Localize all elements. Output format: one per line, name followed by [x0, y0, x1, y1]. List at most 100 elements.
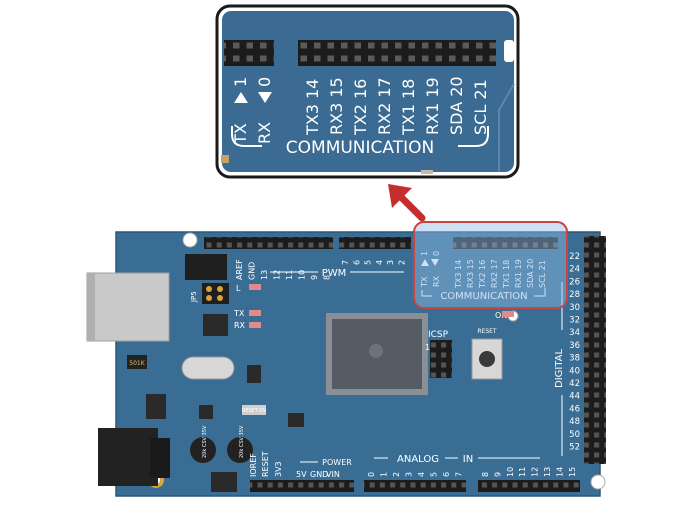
- reset-label: RESET: [477, 328, 497, 335]
- analog-pin-label: 3: [405, 472, 414, 477]
- digital-label: DIGITAL: [554, 348, 565, 388]
- digital-odd-label: 31: [608, 303, 619, 313]
- board-comm-pin-label: TX3 14: [454, 260, 463, 289]
- zoom-tx-label: TX: [231, 123, 250, 145]
- top-left-pin-label: 10: [298, 270, 307, 280]
- analog-pin-label: 13: [543, 467, 552, 477]
- digital-even-label: 36: [569, 341, 580, 351]
- analog-pin-label: 11: [518, 467, 527, 477]
- digital-even-label: 28: [569, 290, 580, 300]
- pwm-pin-number: 6: [352, 260, 361, 265]
- analog-pin-label: 4: [417, 472, 426, 477]
- digital-odd-label: 49: [608, 414, 619, 424]
- board-comm-pin-label: TX1 18: [502, 260, 511, 289]
- digital-even-label: 52: [569, 443, 580, 453]
- communication-highlight: [413, 221, 568, 309]
- digital-even-label: 46: [569, 404, 580, 414]
- zoom-pin-label: RX3 15: [327, 77, 346, 135]
- digital-odd-label: 45: [608, 389, 619, 399]
- top-left-pin-label: 8: [323, 275, 332, 280]
- header-digital-right: [584, 236, 606, 464]
- top-left-pin-label: GND: [248, 262, 257, 280]
- digital-even-label: 42: [569, 379, 580, 389]
- header-top-left: [204, 237, 333, 249]
- board-edge-notch: [504, 40, 514, 62]
- capacitor-a-label: 20k CSV 35V: [202, 425, 208, 458]
- icsp-header: [430, 340, 452, 378]
- icsp-label: ICSP: [428, 330, 449, 340]
- digital-even-label: 38: [569, 354, 580, 364]
- l-led-label: L: [236, 284, 241, 293]
- analog-pin-label: 9: [493, 472, 502, 477]
- top-left-pin-label: 9: [310, 275, 319, 280]
- pwm-pin-number: 7: [341, 260, 350, 265]
- digital-odd-label: 41: [608, 365, 619, 375]
- zoom-tx-arrow: [234, 92, 248, 103]
- board-rx-number: 0: [432, 251, 441, 256]
- board-comm-pin-label: RX3 15: [466, 259, 475, 288]
- power-pin-label: 5V: [296, 470, 307, 479]
- board-comm-pin-label: RX2 17: [490, 259, 499, 288]
- digital-even-label: 40: [569, 366, 580, 376]
- board-rx-label: RX: [432, 275, 441, 287]
- board-comm-label: COMMUNICATION: [440, 291, 527, 302]
- analog-pin-label: 7: [455, 472, 464, 477]
- zoom-pin-label: SDA 20: [447, 76, 466, 135]
- digital-even-label: 50: [569, 430, 580, 440]
- on-label: ON: [495, 311, 507, 320]
- analog-pin-label: 6: [442, 472, 451, 477]
- power-pin-label: VIN: [326, 470, 340, 479]
- digital-even-label: 44: [569, 392, 580, 402]
- analog-pin-label: 2: [392, 472, 401, 477]
- zoom-pin-label: RX2 17: [375, 77, 394, 135]
- header-analog-left: [364, 480, 466, 492]
- board-tx-number: 1: [420, 251, 429, 256]
- analog-pin-label: 0: [367, 472, 376, 477]
- analog-label: ANALOG: [397, 454, 439, 465]
- zoom-pin-label: TX3 14: [303, 79, 322, 136]
- zoom-tx-number: 1: [231, 77, 250, 87]
- zoom-pin-label: SCL 21: [471, 79, 490, 135]
- analog-pin-label: 5: [430, 472, 439, 477]
- icsp-pin-one: 1: [425, 343, 430, 352]
- rx-led-label: RX: [234, 321, 246, 330]
- resistor-501k-label: 501K: [129, 360, 145, 367]
- board-comm-pin-label: SDA 20: [526, 259, 535, 288]
- digital-even-label: 24: [569, 265, 580, 275]
- reset-en-label: RESET-EN: [242, 408, 267, 414]
- top-left-pin-label: 12: [273, 270, 282, 280]
- top-left-pin-label: AREF: [235, 259, 244, 280]
- crystal: [181, 356, 235, 380]
- digital-odd-label: 43: [608, 377, 619, 387]
- digital-even-label: 30: [569, 303, 580, 313]
- tx-led-label: TX: [233, 309, 245, 318]
- digital-odd-label: 33: [608, 315, 619, 325]
- resistor-501k: [127, 355, 147, 369]
- header-comm: [453, 237, 558, 249]
- board-comm-pin-label: TX2 16: [478, 260, 487, 289]
- analog-pin-label: 12: [531, 467, 540, 477]
- usb-connector: [86, 272, 170, 342]
- capacitor-b-label: 20k CSV 35V: [239, 425, 245, 458]
- jp5-label: JP5: [190, 291, 198, 303]
- pointer-arrow: [388, 184, 426, 222]
- power-label: POWER: [322, 458, 352, 467]
- power-pin-label: RESET: [261, 451, 270, 477]
- zoom-section-label: COMMUNICATION: [286, 138, 434, 158]
- zoom-rx-number: 0: [255, 77, 274, 87]
- analog-in-label: IN: [463, 454, 473, 465]
- zoom-pin-label: TX2 16: [351, 79, 370, 136]
- capacitor-b: [227, 437, 253, 463]
- pwm-label: PWM: [322, 268, 347, 279]
- board-comm-pin-label: RX1 19: [514, 259, 523, 288]
- analog-pin-label: 15: [568, 467, 577, 477]
